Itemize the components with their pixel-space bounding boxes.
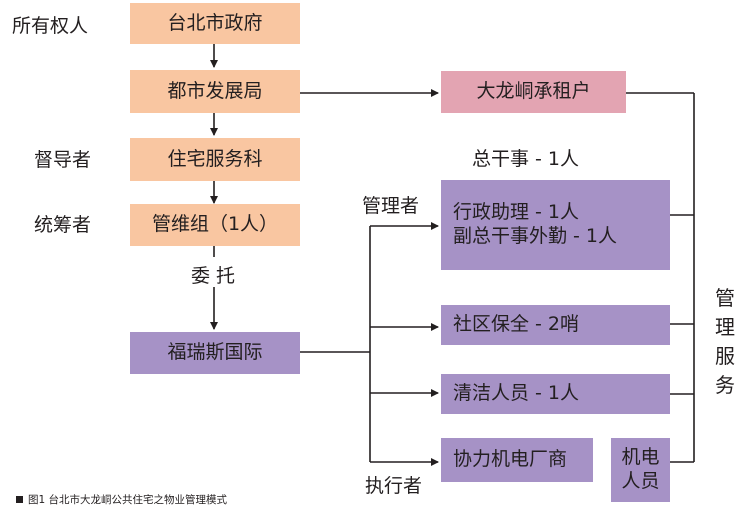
role-executor: 执行者 [365,475,423,497]
node-contractor: 协力机电厂商 [441,438,593,482]
role-coordinator: 统筹者 [34,214,92,236]
mep-line-1: 机电 [621,446,660,469]
node-mgmt-group: 管维组（1人） [130,204,300,246]
node-cleaning: 清洁人员 - 1人 [441,374,670,414]
side-char-3: 服 [715,344,735,368]
mep-line-2: 人员 [621,470,660,492]
node-general-affairs: 总干事 - 1人 [472,148,580,170]
node-housing-section: 住宅服务科 [130,138,300,181]
node-firm: 福瑞斯国际 [130,332,300,374]
node-security: 社区保全 - 2哨 [441,305,670,345]
side-char-1: 管 [715,286,735,310]
caption-text: 图1 台北市大龙峒公共住宅之物业管理模式 [28,494,228,506]
side-label-mgmt-service: 管 理 服 务 [715,284,735,400]
node-taipei-gov: 台北市政府 [130,3,300,44]
node-mep: 机电 人员 [611,438,670,502]
side-char-2: 理 [715,315,735,339]
node-urban-dev: 都市发展局 [130,70,300,113]
node-admin-staff: 行政助理 - 1人 副总干事外勤 - 1人 [441,180,670,270]
mep-lines: 机电 人员 [621,446,659,494]
side-char-4: 务 [715,373,735,397]
caption-square-icon [16,496,23,503]
role-owner: 所有权人 [12,15,89,37]
admin-staff-lines: 行政助理 - 1人 副总干事外勤 - 1人 [453,201,617,249]
role-manager: 管理者 [362,195,420,217]
admin-assist-line-1: 行政助理 - 1人 [453,201,580,224]
admin-assist-line-2: 副总干事外勤 - 1人 [453,225,618,247]
role-entrust: 委 托 [191,265,236,287]
role-supervisor: 督导者 [34,149,92,171]
node-tenants: 大龙峒承租户 [441,71,626,113]
figure-caption: 图1 台北市大龙峒公共住宅之物业管理模式 [16,492,227,507]
